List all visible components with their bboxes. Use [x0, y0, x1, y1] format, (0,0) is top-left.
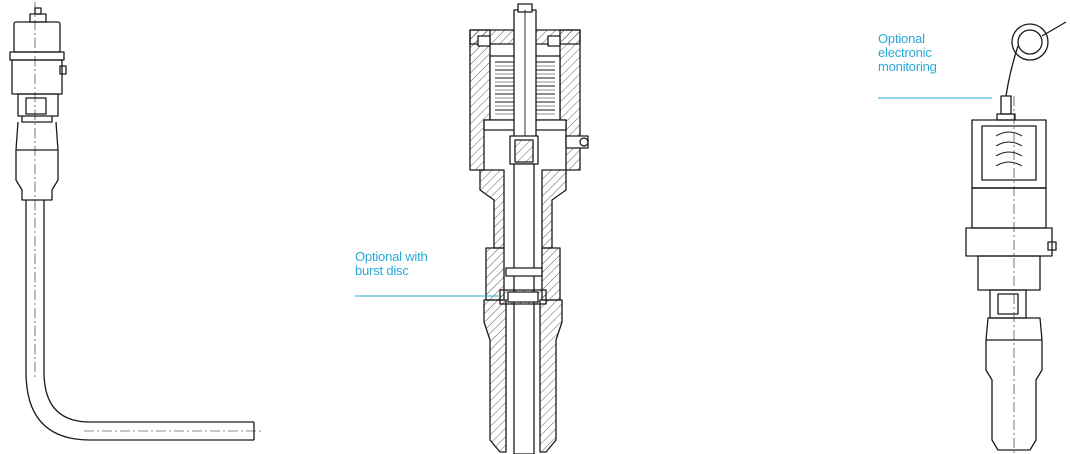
exterior-view-bent-pipe	[9, 2, 262, 441]
callout-burst-disc-line-2: burst disc	[355, 263, 409, 278]
callout-monitoring-line-1: Optional	[878, 31, 925, 46]
sectional-view	[469, 3, 589, 454]
callout-monitoring-line-2: electronic	[878, 45, 932, 60]
callout-monitoring-line-3: monitoring	[878, 59, 937, 74]
exterior-view-monitoring	[965, 21, 1067, 454]
callout-electronic-monitoring: Optional electronic monitoring	[878, 32, 937, 74]
callout-burst-disc: Optional with burst disc	[355, 250, 428, 278]
callout-burst-disc-line-1: Optional with	[355, 249, 428, 264]
